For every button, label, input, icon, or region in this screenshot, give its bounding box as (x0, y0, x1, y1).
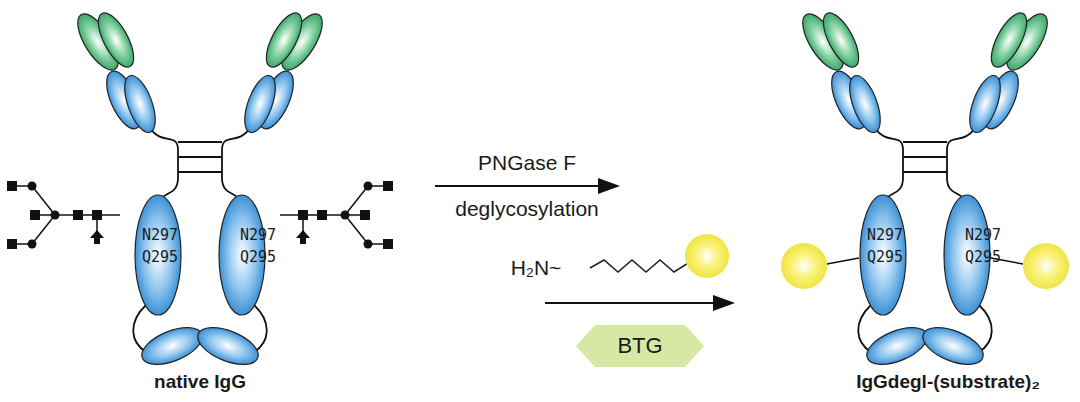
ch3-domain (918, 320, 989, 372)
glcnac-square (317, 210, 327, 220)
fab-domain (843, 72, 886, 137)
antibody-half (7, 8, 207, 372)
mannose-dot (28, 240, 37, 249)
ch3-domain (137, 320, 208, 372)
substrate-ball (685, 234, 729, 278)
alkyl-chain (590, 260, 690, 272)
hinge-chain (947, 128, 975, 198)
glcnac-square (30, 210, 40, 220)
mannose-dot (364, 240, 373, 249)
disulfide-bond (903, 141, 947, 143)
glcnac-square (7, 181, 17, 191)
enzyme-name: BTG (617, 333, 662, 359)
reaction-arrows (435, 178, 735, 311)
residue-label: Q295 (867, 249, 903, 266)
glycan-tree (280, 181, 393, 249)
disulfide-bond (178, 171, 222, 173)
heavy-chain-domain (816, 8, 865, 72)
fab-domain (963, 72, 1006, 137)
residue-label: N297 (142, 227, 178, 244)
fab-domain (118, 72, 161, 137)
fab-domain (238, 72, 281, 137)
hexagon-shape (576, 325, 704, 367)
antibody-half (781, 8, 932, 372)
residue-label: N297 (965, 227, 1001, 244)
disulfide-bond (903, 171, 947, 173)
residue-label: Q295 (240, 249, 276, 266)
glcnac-square (383, 181, 393, 191)
amine-group: H₂N~ (511, 256, 562, 279)
glcnac-square (73, 210, 83, 220)
fucose-arrow (90, 230, 104, 244)
enzyme-name: PNGase F (478, 151, 576, 174)
residue-label: N297 (240, 227, 276, 244)
mannose-dot (341, 211, 350, 220)
arrow-head (598, 178, 620, 194)
hinge-chain (875, 128, 903, 198)
antibody-half (918, 8, 1069, 372)
disulfide-bond (178, 141, 222, 143)
heavy-chain-domain (259, 8, 308, 72)
residue-label: Q295 (965, 249, 1001, 266)
heavy-chain-domain (91, 8, 140, 72)
disulfide-bond (178, 156, 222, 158)
disulfide-bond (903, 156, 947, 158)
glcnac-square (298, 210, 308, 220)
fc-chain (979, 305, 992, 352)
ch2-domain (860, 195, 906, 315)
mannose-dot (364, 182, 373, 191)
antibody-native (7, 8, 393, 372)
figure-label: native IgG (154, 372, 246, 393)
fc-chain (133, 305, 146, 352)
ch2-domain (135, 195, 181, 315)
ch3-domain (193, 320, 264, 372)
glcnac-square (360, 210, 370, 220)
mannose-dot (28, 182, 37, 191)
substrate-ball (1023, 243, 1069, 289)
ch3-domain (862, 320, 933, 372)
figure-label: IgGdegl-(substrate)₂ (856, 372, 1040, 393)
hinge-chain (150, 128, 178, 198)
residue-label: N297 (867, 227, 903, 244)
glycan-bond (55, 214, 120, 216)
arrow-line (435, 185, 600, 187)
arrow-head (713, 295, 735, 311)
step-name: deglycosylation (455, 197, 599, 220)
glcnac-square (92, 210, 102, 220)
fc-chain (254, 305, 267, 352)
glycan-bond (280, 214, 345, 216)
enzyme-hexagon: BTG (575, 324, 705, 368)
glcnac-square (383, 239, 393, 249)
arrow-line (545, 302, 715, 304)
fc-chain (858, 305, 871, 352)
residue-label: Q295 (142, 249, 178, 266)
mannose-dot (51, 211, 60, 220)
hinge-chain (222, 128, 250, 198)
glycan-tree (7, 181, 120, 249)
substrate-ball (781, 243, 827, 289)
conjugate-link (827, 258, 859, 264)
heavy-chain-domain (984, 8, 1033, 72)
node-text-wrap: BTG (575, 324, 705, 368)
fucose-arrow (296, 230, 310, 244)
amine-substrate (590, 234, 729, 278)
antibody-half (193, 8, 393, 372)
glcnac-square (7, 239, 17, 249)
antibody-conjugate (781, 8, 1069, 372)
